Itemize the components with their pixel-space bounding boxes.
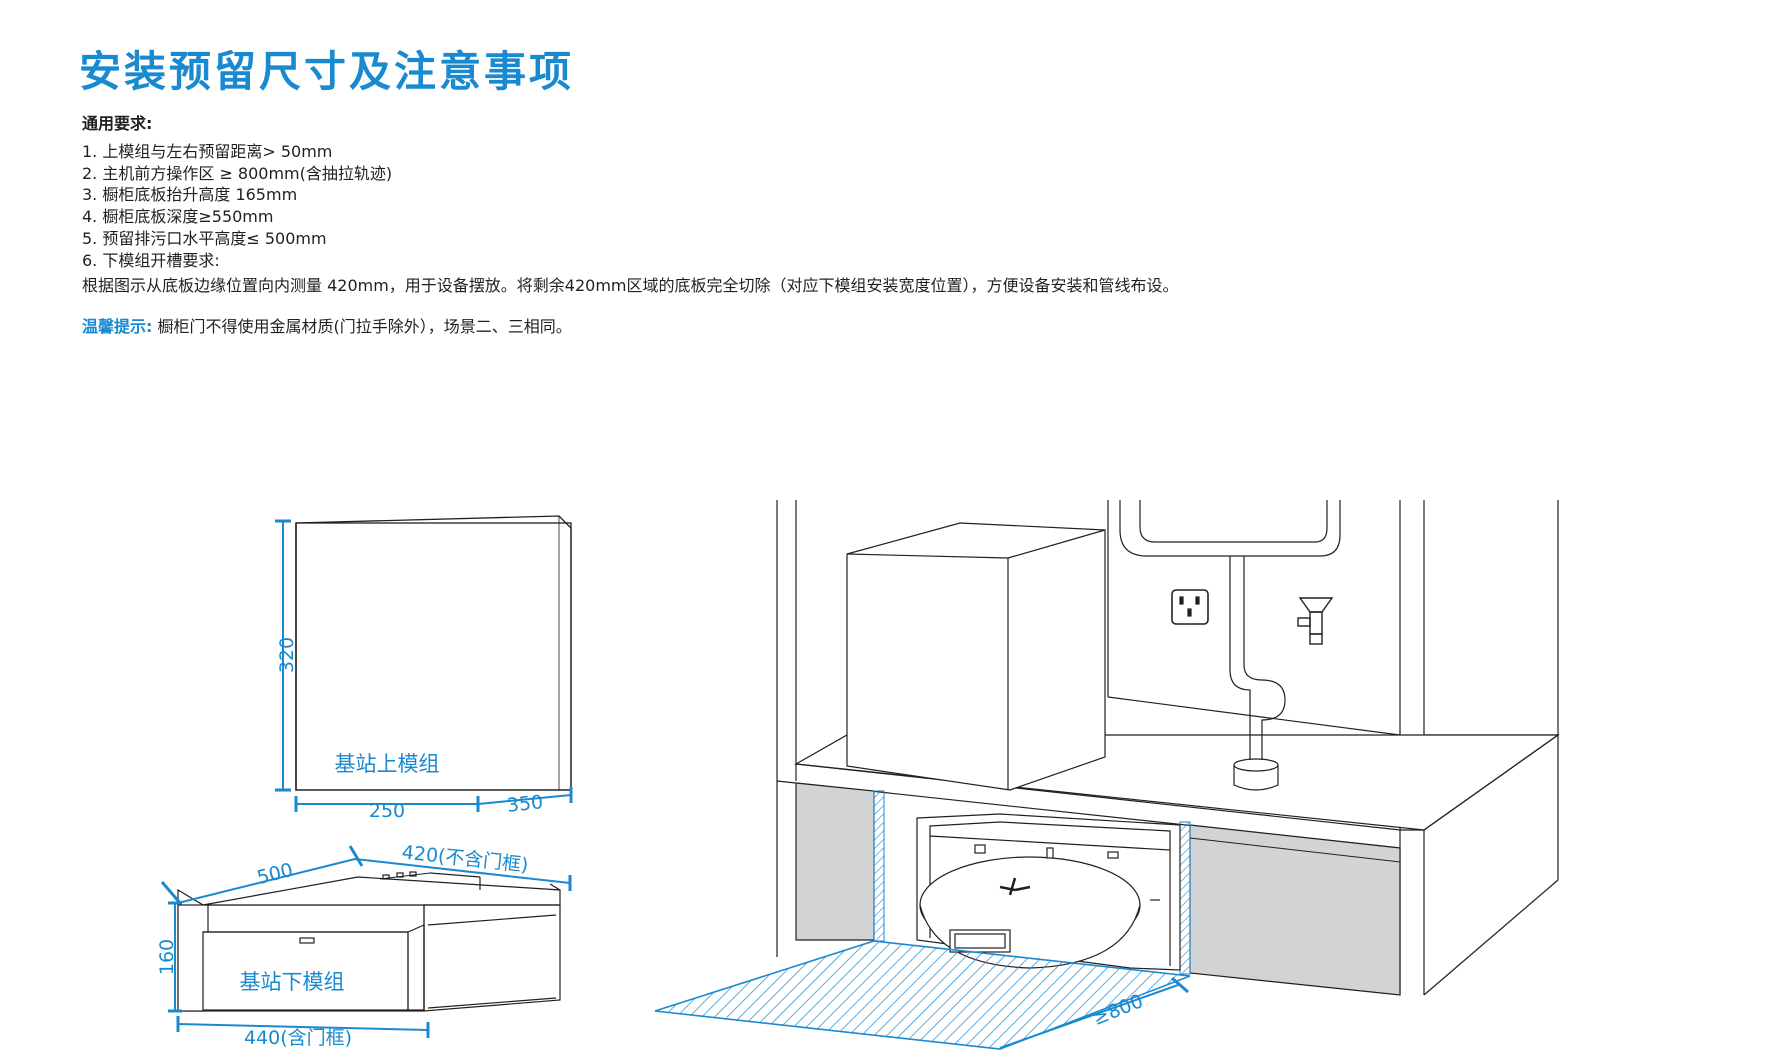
requirement-item: 6. 下模组开槽要求: xyxy=(82,250,220,270)
upper-module-dimension-lines xyxy=(275,519,573,812)
lower-height-label: 160 xyxy=(156,939,178,975)
clearance-zone xyxy=(654,940,1191,1050)
shelf-upper-module xyxy=(846,522,1106,791)
page-title: 安装预留尺寸及注意事项 xyxy=(79,47,575,96)
upper-height-label: 320 xyxy=(276,637,298,673)
requirement-item: 1. 上模组与左右预留距离> 50mm xyxy=(82,142,333,161)
tip: 温馨提示: 橱柜门不得使用金属材质(门拉手除外），场景二、三相同。 xyxy=(82,313,572,337)
upper-module-drawing xyxy=(295,515,572,791)
clearance-dimension-lines xyxy=(999,976,1189,1049)
tip-label: 温馨提示: xyxy=(82,317,153,336)
right-side-hatch xyxy=(1179,821,1191,975)
upper-module-label: 基站上模组 xyxy=(335,752,440,776)
lower-width-label: 440(含门框) xyxy=(244,1027,352,1049)
left-panel xyxy=(795,782,875,941)
lower-module-label: 基站下模组 xyxy=(240,970,345,994)
requirement-note: 根据图示从底板边缘位置向内测量 420mm，用于设备摆放。将剩余420mm区域的… xyxy=(82,276,1179,295)
requirement-item: 3. 橱柜底板抬升高度 165mm xyxy=(82,185,298,205)
requirement-item: 2. 主机前方操作区 ≥ 800mm(含抽拉轨迹) xyxy=(82,163,393,183)
cabinet-lower-module xyxy=(916,813,1181,971)
upper-width-label: 250 xyxy=(369,800,405,822)
lower-module-dimension-lines xyxy=(160,845,572,1038)
left-side-hatch xyxy=(873,790,885,942)
requirement-item: 5. 预留排污口水平高度≤ 500mm xyxy=(82,228,327,248)
lower-module-drawing xyxy=(177,871,561,1012)
requirement-item: 4. 橱柜底板深度≥550mm xyxy=(82,207,274,227)
upper-depth-label: 350 xyxy=(506,791,544,817)
plumbing xyxy=(1119,500,1341,791)
tip-text: 橱柜门不得使用金属材质(门拉手除外），场景二、三相同。 xyxy=(157,317,572,336)
requirements-list: 1. 上模组与左右预留距离> 50mm 2. 主机前方操作区 ≥ 800mm(含… xyxy=(82,141,392,271)
lower-depth-label: 500 xyxy=(255,859,296,889)
requirements-heading: 通用要求: xyxy=(82,114,153,133)
